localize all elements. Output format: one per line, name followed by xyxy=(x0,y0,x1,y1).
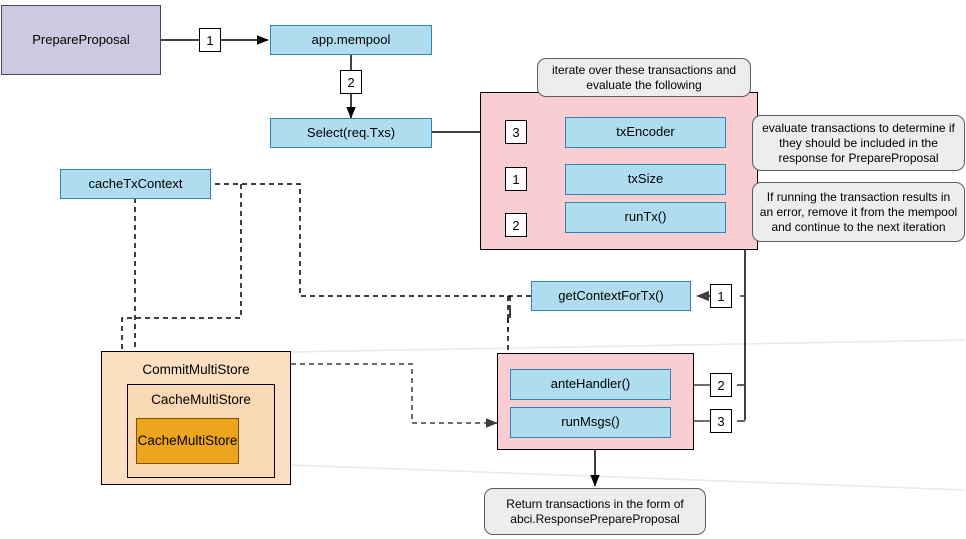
badge-iterate-2-label: 1 xyxy=(512,171,520,187)
badge-runtx-2: 2 xyxy=(710,373,732,397)
node-tx-encoder-label: txEncoder xyxy=(616,124,675,140)
node-app-mempool[interactable]: app.mempool xyxy=(270,25,432,55)
note-evaluate: evaluate transactions to determine if th… xyxy=(752,115,965,171)
note-iterate: iterate over these transactions and eval… xyxy=(537,58,751,97)
note-error-text: If running the transaction results in an… xyxy=(759,189,958,234)
edge-commitstore-to-runmsgs xyxy=(291,363,498,428)
node-get-context-for-tx[interactable]: getContextForTx() xyxy=(531,281,691,311)
badge-iterate-2: 1 xyxy=(505,167,527,191)
node-app-mempool-label: app.mempool xyxy=(311,31,391,47)
node-run-msgs[interactable]: runMsgs() xyxy=(510,407,671,438)
badge-step-1-mempool: 1 xyxy=(199,28,221,52)
node-tx-encoder[interactable]: txEncoder xyxy=(565,117,726,148)
node-cache-tx-context-label: cacheTxContext xyxy=(88,175,183,191)
badge-runtx-3: 3 xyxy=(710,409,732,433)
badge-step-2-select: 2 xyxy=(340,70,362,94)
note-evaluate-text: evaluate transactions to determine if th… xyxy=(762,120,955,165)
node-prepare-proposal-label: PrepareProposal xyxy=(32,31,130,47)
node-cache-multi-store-inner-label: CacheMultiStore xyxy=(137,432,238,448)
node-select-req-txs[interactable]: Select(req.Txs) xyxy=(270,118,432,148)
note-error: If running the transaction results in an… xyxy=(752,182,965,242)
group-commit-multi-store-label: CommitMultiStore xyxy=(142,362,250,377)
node-ante-handler[interactable]: anteHandler() xyxy=(510,369,671,400)
node-run-msgs-label: runMsgs() xyxy=(561,414,620,430)
badge-runtx-1-label: 1 xyxy=(717,288,725,304)
node-ante-handler-label: anteHandler() xyxy=(550,376,631,392)
node-cache-multi-store-inner[interactable]: CacheMultiStore xyxy=(136,418,239,464)
node-tx-size[interactable]: txSize xyxy=(565,164,726,195)
node-run-tx-label: runTx() xyxy=(624,209,667,225)
badge-runtx-3-label: 3 xyxy=(717,413,725,429)
node-select-req-txs-label: Select(req.Txs) xyxy=(306,124,396,140)
group-cache-multi-store-outer-label: CacheMultiStore xyxy=(151,392,251,407)
edge-down-to-antehandler xyxy=(507,296,511,330)
badge-iterate-3-label: 2 xyxy=(512,217,520,233)
badge-runtx-1: 1 xyxy=(710,284,732,308)
node-get-context-for-tx-label: getContextForTx() xyxy=(558,287,664,303)
badge-step-1-mempool-label: 1 xyxy=(206,32,214,48)
badge-runtx-2-label: 2 xyxy=(717,377,725,393)
badge-step-2-select-label: 2 xyxy=(347,74,355,90)
badge-iterate-3: 2 xyxy=(505,213,527,237)
note-iterate-text: iterate over these transactions and eval… xyxy=(551,62,737,92)
badge-iterate-1: 3 xyxy=(505,120,527,144)
node-tx-size-label: txSize xyxy=(627,171,664,187)
note-return-text: Return transactions in the form of abci.… xyxy=(506,496,684,526)
node-prepare-proposal[interactable]: PrepareProposal xyxy=(1,5,161,75)
note-return: Return transactions in the form of abci.… xyxy=(484,488,706,535)
node-run-tx[interactable]: runTx() xyxy=(565,202,726,233)
node-cache-tx-context[interactable]: cacheTxContext xyxy=(60,169,211,199)
badge-iterate-1-label: 3 xyxy=(512,124,520,140)
